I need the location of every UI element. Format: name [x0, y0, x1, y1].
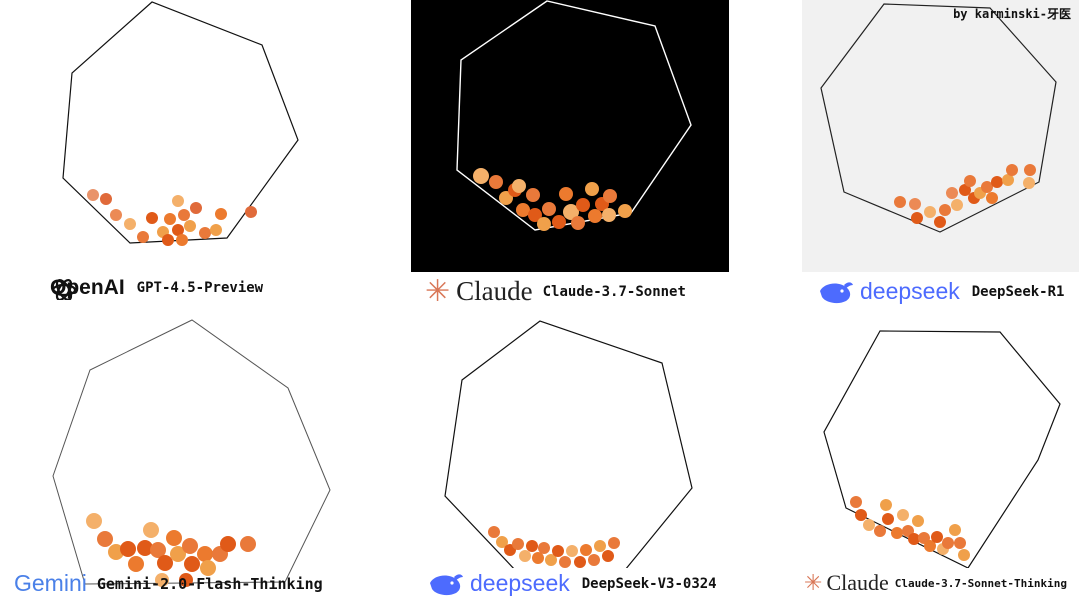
model-name: DeepSeek-V3-0324: [581, 575, 717, 592]
brand-name: Gemini: [14, 570, 87, 596]
heptagon-scene: [820, 3, 1057, 233]
caption-1: OpenAI GPT-4.5-Preview: [50, 276, 263, 300]
heptagon-scene: [823, 330, 1061, 568]
claude-asterisk-icon: ✳: [804, 570, 823, 596]
model-name: Claude-3.7-Sonnet: [542, 283, 686, 300]
panel-claude-thinking: [800, 318, 1079, 568]
balls: [850, 496, 970, 561]
model-name: Claude-3.7-Sonnet-Thinking: [894, 576, 1067, 590]
heptagon: [820, 3, 1057, 233]
balls: [473, 168, 632, 231]
credit-text: by karminski-牙医: [953, 7, 1071, 21]
brand-name: Claude: [456, 276, 533, 306]
heptagon: [62, 1, 299, 244]
heptagon-scene: [444, 320, 693, 568]
brand-name: Claude: [826, 570, 889, 595]
panel-deepseek-v3: [420, 318, 750, 568]
balls: [488, 526, 620, 568]
panel-deepseek-r1: by karminski-牙医: [802, 0, 1079, 272]
deepseek-whale-icon: [820, 281, 853, 303]
caption-3: deepseek DeepSeek-R1: [818, 278, 1064, 305]
heptagon: [456, 0, 692, 231]
caption-4: Gemini Gemini-2.0-Flash-Thinking: [14, 570, 323, 597]
balls: [87, 189, 257, 246]
deepseek-whale-icon: [430, 573, 463, 595]
model-name: Gemini-2.0-Flash-Thinking: [96, 574, 323, 593]
heptagon-scene: [62, 1, 299, 246]
heptagon-scene: [52, 319, 331, 587]
balls: [86, 513, 256, 587]
heptagon-scene: [456, 0, 692, 231]
model-name: DeepSeek-R1: [971, 283, 1065, 300]
panel-claude: [411, 0, 729, 272]
caption-5: deepseek DeepSeek-V3-0324: [428, 570, 717, 597]
caption-6: ✳ Claude Claude-3.7-Sonnet-Thinking: [804, 570, 1067, 596]
heptagon: [823, 330, 1061, 568]
heptagon: [444, 320, 693, 568]
balls: [894, 164, 1036, 228]
brand-name: deepseek: [860, 278, 960, 304]
panel-openai: OpenAI GPT-4.5-Preview: [0, 0, 380, 300]
model-name: GPT-4.5-Preview: [136, 280, 264, 296]
caption-2: ✳ Claude Claude-3.7-Sonnet: [425, 274, 686, 309]
claude-asterisk-icon: ✳: [425, 274, 451, 309]
brand-name: deepseek: [470, 570, 570, 596]
panel-gemini: [0, 318, 400, 602]
openai-logo-icon: [51, 279, 77, 300]
